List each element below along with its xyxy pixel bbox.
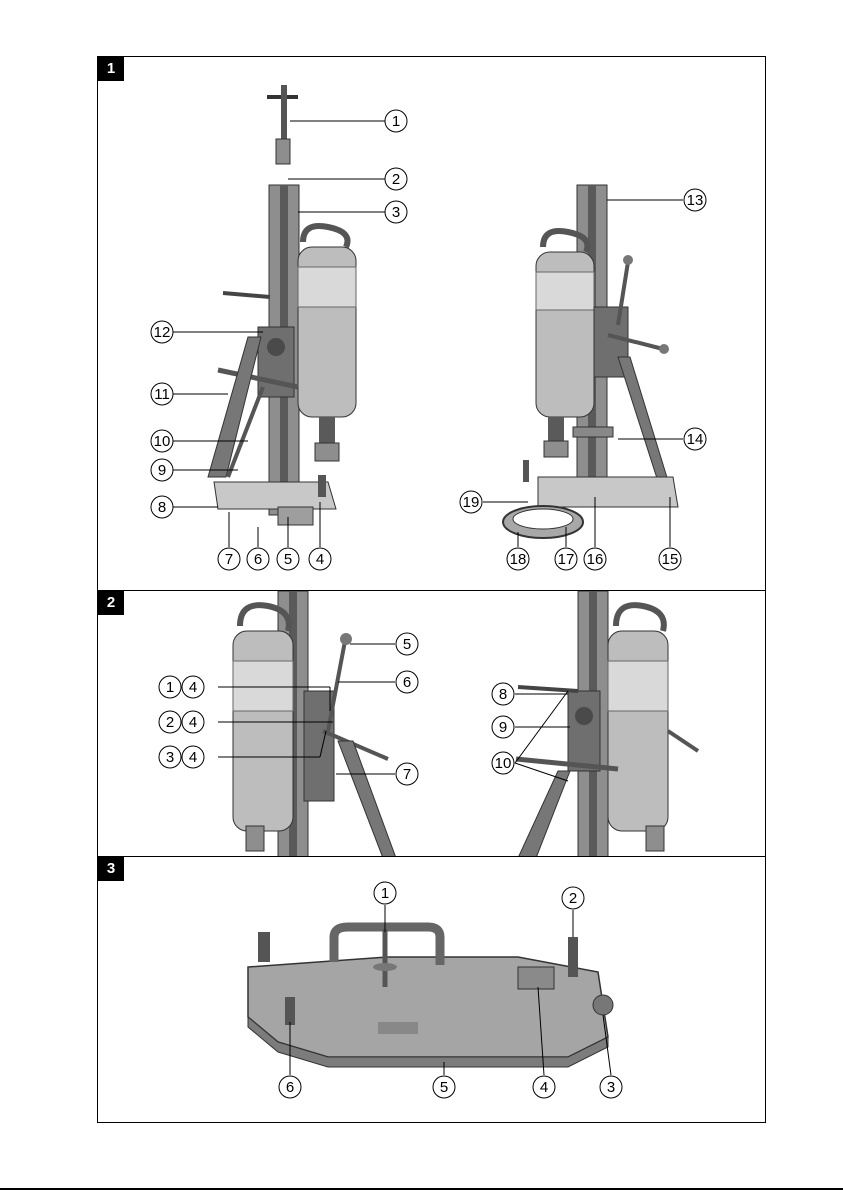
page-bottom-rule xyxy=(0,1188,843,1190)
svg-text:5: 5 xyxy=(284,551,292,568)
callout-14: 14 xyxy=(684,428,706,450)
svg-text:8: 8 xyxy=(499,686,507,703)
svg-text:14: 14 xyxy=(687,431,704,448)
callout-11: 11 xyxy=(151,383,173,405)
svg-text:12: 12 xyxy=(154,324,171,341)
callout-3: 3 xyxy=(600,1076,622,1098)
callout-9: 9 xyxy=(492,716,514,738)
svg-text:4: 4 xyxy=(189,679,197,696)
detail-left-view xyxy=(233,591,396,857)
svg-text:3: 3 xyxy=(392,204,400,221)
callout-6: 6 xyxy=(279,1076,301,1098)
svg-text:3: 3 xyxy=(607,1079,615,1096)
callout-6: 6 xyxy=(396,671,418,693)
svg-text:2: 2 xyxy=(392,171,400,188)
callout-1-4: 1 4 xyxy=(159,676,204,698)
svg-text:2: 2 xyxy=(166,714,174,731)
svg-text:1: 1 xyxy=(381,885,389,902)
callout-8: 8 xyxy=(492,683,514,705)
svg-text:11: 11 xyxy=(154,386,170,403)
callout-circles-figure-2: 5 1 4 6 2 4 3 4 7 8 9 10 xyxy=(159,633,514,785)
callout-3: 3 xyxy=(385,201,407,223)
svg-text:5: 5 xyxy=(440,1079,448,1096)
svg-text:15: 15 xyxy=(662,551,679,568)
base-plate xyxy=(248,927,613,1067)
svg-text:5: 5 xyxy=(403,636,411,653)
callout-2: 2 xyxy=(562,887,584,909)
callout-10: 10 xyxy=(151,430,173,452)
callout-15: 15 xyxy=(659,548,681,570)
callout-19: 19 xyxy=(460,491,482,513)
callout-6: 6 xyxy=(247,548,269,570)
svg-text:9: 9 xyxy=(499,719,507,736)
figure-1-panel: 1 xyxy=(97,56,766,591)
callout-9: 9 xyxy=(151,459,173,481)
callout-3-4: 3 4 xyxy=(159,746,204,768)
svg-text:3: 3 xyxy=(166,749,174,766)
drill-stand-illustration-1: 1 2 3 13 12 11 10 9 8 14 19 7 6 5 4 18 1… xyxy=(98,57,766,591)
svg-text:6: 6 xyxy=(286,1079,294,1096)
svg-text:8: 8 xyxy=(158,499,166,516)
callout-1: 1 xyxy=(385,110,407,132)
svg-text:6: 6 xyxy=(254,551,262,568)
svg-text:10: 10 xyxy=(495,755,512,772)
svg-text:4: 4 xyxy=(540,1079,548,1096)
callout-2: 2 xyxy=(385,168,407,190)
svg-text:18: 18 xyxy=(510,551,527,568)
drill-stand-right-view xyxy=(503,185,678,538)
callout-4: 4 xyxy=(309,548,331,570)
callout-5: 5 xyxy=(277,548,299,570)
svg-text:7: 7 xyxy=(403,766,411,783)
svg-text:4: 4 xyxy=(189,749,197,766)
callout-8: 8 xyxy=(151,496,173,518)
base-plate-illustration: 1 2 6 5 4 3 xyxy=(98,857,766,1123)
callout-5: 5 xyxy=(433,1076,455,1098)
svg-text:9: 9 xyxy=(158,462,166,479)
svg-text:4: 4 xyxy=(189,714,197,731)
drill-stand-left-view xyxy=(208,85,356,525)
figure-2-panel: 2 xyxy=(97,590,766,857)
figure-3-panel: 3 1 2 6 5 4 3 xyxy=(97,856,766,1123)
svg-text:7: 7 xyxy=(225,551,233,568)
svg-text:19: 19 xyxy=(463,494,480,511)
callout-4: 4 xyxy=(533,1076,555,1098)
svg-text:6: 6 xyxy=(403,674,411,691)
callout-2-4: 2 4 xyxy=(159,711,204,733)
callout-12: 12 xyxy=(151,321,173,343)
svg-text:1: 1 xyxy=(166,679,174,696)
callout-13: 13 xyxy=(684,189,706,211)
svg-text:2: 2 xyxy=(569,890,577,907)
callout-16: 16 xyxy=(584,548,606,570)
callout-10: 10 xyxy=(492,752,514,774)
svg-text:17: 17 xyxy=(558,551,575,568)
callout-5: 5 xyxy=(396,633,418,655)
svg-text:1: 1 xyxy=(392,113,400,130)
callout-7: 7 xyxy=(396,763,418,785)
callout-18: 18 xyxy=(507,548,529,570)
callout-7: 7 xyxy=(218,548,240,570)
svg-text:13: 13 xyxy=(687,192,704,209)
callout-1: 1 xyxy=(374,882,396,904)
svg-text:10: 10 xyxy=(154,433,171,450)
svg-text:4: 4 xyxy=(316,551,324,568)
callout-17: 17 xyxy=(555,548,577,570)
drill-stand-illustration-2: 5 1 4 6 2 4 3 4 7 8 9 10 xyxy=(98,591,766,857)
svg-text:16: 16 xyxy=(587,551,604,568)
